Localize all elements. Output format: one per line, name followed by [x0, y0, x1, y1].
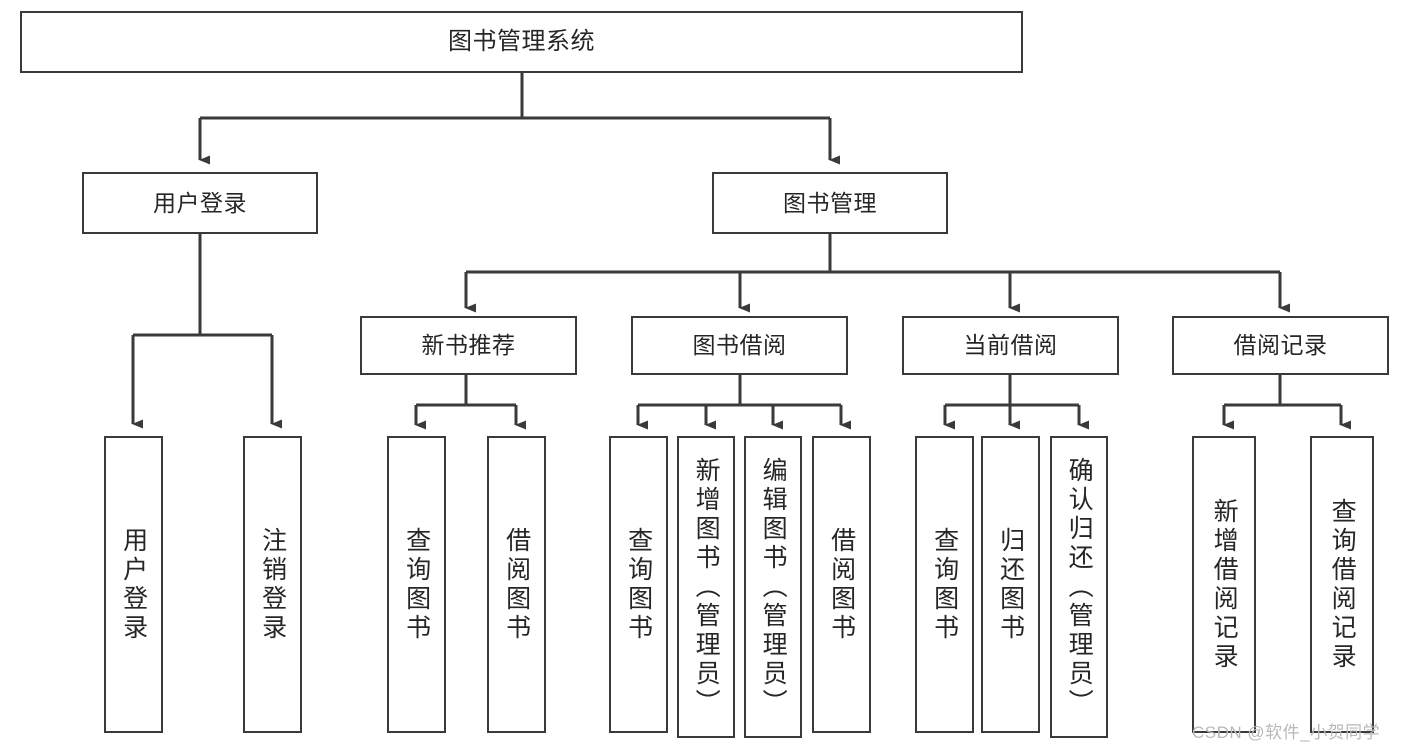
node-borrow-record[interactable]: 借阅记录 [1172, 316, 1389, 375]
node-label: 当前借阅 [963, 332, 1058, 359]
node-leaf-query-borrow-record[interactable]: 查询借阅记录 [1310, 436, 1374, 733]
node-label: 查询图书 [930, 526, 959, 643]
node-leaf-query-book-borrow[interactable]: 查询图书 [609, 436, 668, 733]
node-label: 查询借阅记录 [1328, 497, 1357, 672]
node-book-management[interactable]: 图书管理 [712, 172, 948, 234]
node-label: 图书管理系统 [448, 28, 595, 56]
node-label: 新书推荐 [421, 332, 516, 359]
node-leaf-add-book-admin[interactable]: 新增图书（管理员） [677, 436, 735, 738]
node-leaf-borrow-book-recommend[interactable]: 借阅图书 [487, 436, 546, 733]
node-label: 确认归还（管理员） [1065, 456, 1094, 718]
node-leaf-return-book[interactable]: 归还图书 [981, 436, 1040, 733]
node-leaf-query-book-current[interactable]: 查询图书 [915, 436, 974, 733]
node-label: 查询图书 [624, 526, 653, 643]
node-label: 新增图书（管理员） [692, 456, 721, 718]
node-new-book-recommend[interactable]: 新书推荐 [360, 316, 577, 375]
node-leaf-user-login[interactable]: 用户登录 [104, 436, 163, 733]
node-label: 图书借阅 [692, 332, 787, 359]
node-label: 新增借阅记录 [1210, 497, 1239, 672]
node-label: 图书管理 [783, 189, 877, 216]
node-leaf-query-book-recommend[interactable]: 查询图书 [387, 436, 446, 733]
node-leaf-edit-book-admin[interactable]: 编辑图书（管理员） [744, 436, 802, 738]
node-label: 归还图书 [996, 526, 1025, 643]
node-label: 借阅图书 [827, 526, 856, 643]
node-label: 编辑图书（管理员） [759, 456, 788, 718]
node-leaf-confirm-return-admin[interactable]: 确认归还（管理员） [1050, 436, 1108, 738]
node-label: 借阅记录 [1233, 332, 1328, 359]
node-user-login[interactable]: 用户登录 [82, 172, 318, 234]
node-book-borrow[interactable]: 图书借阅 [631, 316, 848, 375]
node-leaf-borrow-book[interactable]: 借阅图书 [812, 436, 871, 733]
node-label: 借阅图书 [502, 526, 531, 643]
node-label: 用户登录 [119, 526, 148, 643]
node-label: 查询图书 [402, 526, 431, 643]
node-root-book-management-system[interactable]: 图书管理系统 [20, 11, 1023, 73]
node-leaf-logout[interactable]: 注销登录 [243, 436, 302, 733]
node-leaf-add-borrow-record[interactable]: 新增借阅记录 [1192, 436, 1256, 733]
node-current-borrow[interactable]: 当前借阅 [902, 316, 1119, 375]
node-label: 用户登录 [153, 189, 247, 216]
node-label: 注销登录 [258, 526, 287, 643]
